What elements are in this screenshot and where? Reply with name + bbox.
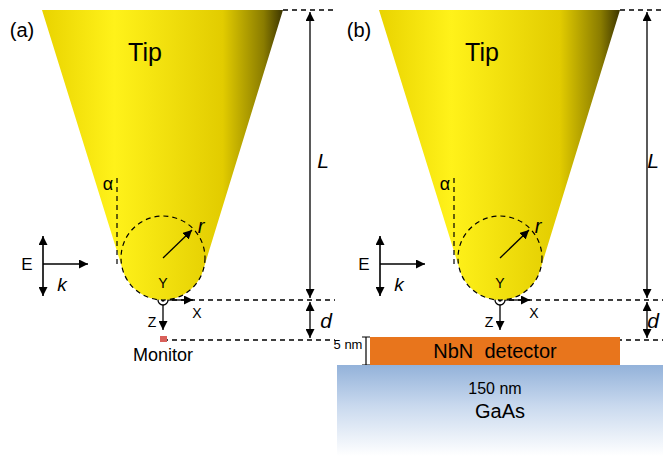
figure-label: d: [647, 310, 659, 331]
figure-label: Z: [148, 315, 157, 329]
figure-label: (a): [10, 20, 34, 40]
tip-cone: Tip: [379, 10, 621, 302]
figure-label: 150 nm: [468, 381, 521, 397]
detector-label: NbN detector: [433, 340, 556, 362]
figure-label: Y: [495, 276, 504, 290]
figure-label: X: [192, 306, 201, 320]
figure-label: X: [529, 306, 538, 320]
detector-strip: NbN detector: [370, 337, 620, 365]
tip-outline: [42, 10, 284, 302]
substrate-band: GaAs: [337, 365, 663, 456]
tip-label: Tip: [465, 40, 499, 65]
figure-label: (b): [347, 20, 371, 40]
figure-label: E: [358, 256, 369, 273]
substrate-label: GaAs: [475, 400, 525, 422]
figure-label: k: [394, 275, 404, 294]
figure-label: α: [440, 175, 450, 193]
figure-label: Y: [158, 276, 167, 290]
figure-label: d: [320, 310, 332, 331]
monitor-label: Monitor: [133, 346, 193, 366]
monitor-marker: [160, 336, 167, 342]
monitor-point: Monitor: [113, 336, 213, 376]
figure-label: α: [103, 175, 113, 193]
figure-label: 5 nm: [334, 338, 363, 351]
figure-label: L: [647, 150, 659, 171]
tip-label: Tip: [128, 40, 162, 65]
tip-cone: Tip: [42, 10, 284, 302]
figure-label: E: [21, 256, 32, 273]
figure-label: r: [535, 216, 542, 236]
figure-label: k: [57, 275, 67, 294]
tip-outline: [379, 10, 621, 302]
panel-guides: [43, 10, 335, 340]
figure-label: L: [317, 150, 329, 171]
figure-label: r: [198, 216, 205, 236]
figure-label: Z: [485, 315, 494, 329]
